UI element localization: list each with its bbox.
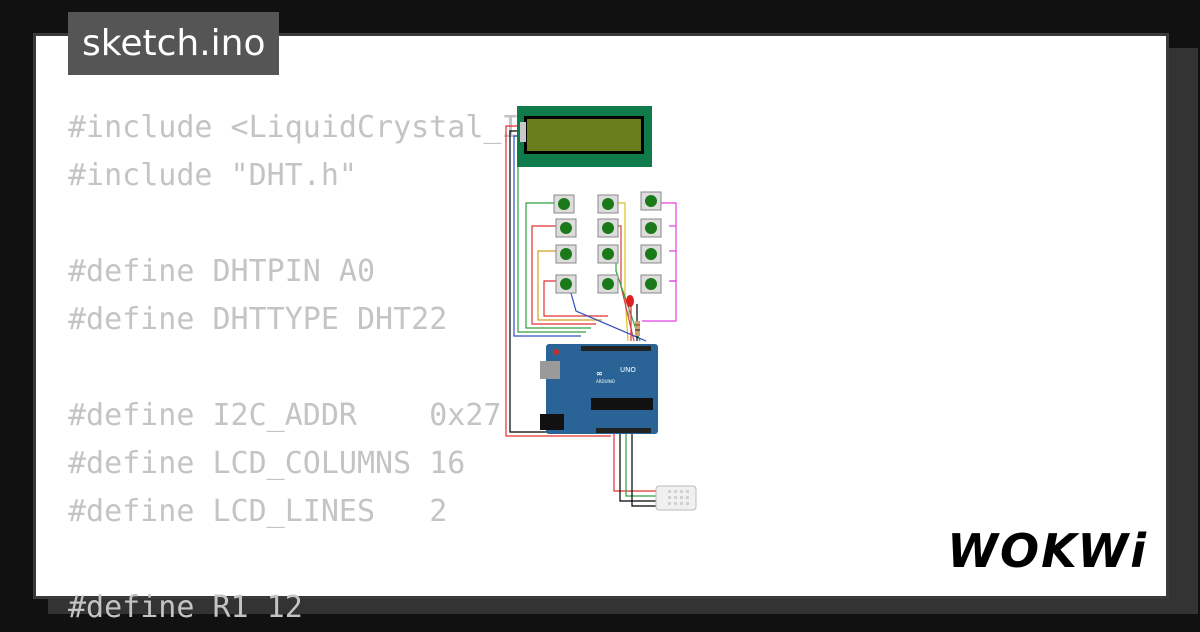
- push-button[interactable]: [640, 244, 662, 264]
- push-button[interactable]: [640, 274, 662, 294]
- push-button[interactable]: [640, 191, 662, 211]
- code-line: #define DHTTYPE DHT22: [68, 302, 448, 337]
- dht22-sensor[interactable]: [655, 485, 697, 511]
- svg-text:∞: ∞: [596, 369, 603, 378]
- push-button[interactable]: [553, 194, 575, 214]
- code-line: #define I2C_ADDR 0x27: [68, 398, 502, 433]
- code-line: #include "DHT.h": [68, 158, 357, 193]
- wokwi-logo: WOKWi: [947, 524, 1148, 578]
- wires: [505, 125, 677, 507]
- arduino-uno-board[interactable]: ∞ UNO ARDUINO: [540, 344, 658, 434]
- board-sub-label: ARDUINO: [596, 379, 615, 384]
- code-line: #define LCD_LINES 2: [68, 494, 448, 529]
- preview-card: #include <LiquidCrystal_I2C.h>#include "…: [33, 33, 1169, 625]
- push-button[interactable]: [597, 194, 619, 214]
- file-tab[interactable]: sketch.ino: [68, 12, 280, 75]
- lcd-display[interactable]: [517, 106, 652, 167]
- board-label: UNO: [620, 366, 636, 374]
- push-button[interactable]: [640, 218, 662, 238]
- push-button[interactable]: [597, 274, 619, 294]
- push-button[interactable]: [597, 218, 619, 238]
- red-led[interactable]: [626, 295, 634, 318]
- code-line: #define R1 12: [68, 590, 303, 625]
- push-button[interactable]: [555, 218, 577, 238]
- push-button[interactable]: [597, 244, 619, 264]
- code-line: #define DHTPIN A0: [68, 254, 376, 289]
- code-editor: #include <LiquidCrystal_I2C.h>#include "…: [68, 104, 610, 632]
- push-button[interactable]: [555, 274, 577, 294]
- resistor[interactable]: [635, 321, 640, 336]
- code-line: #define LCD_COLUMNS 16: [68, 446, 466, 481]
- push-button[interactable]: [555, 244, 577, 264]
- keypad[interactable]: [553, 191, 662, 294]
- circuit-diagram: ∞ UNO ARDUINO: [505, 106, 697, 511]
